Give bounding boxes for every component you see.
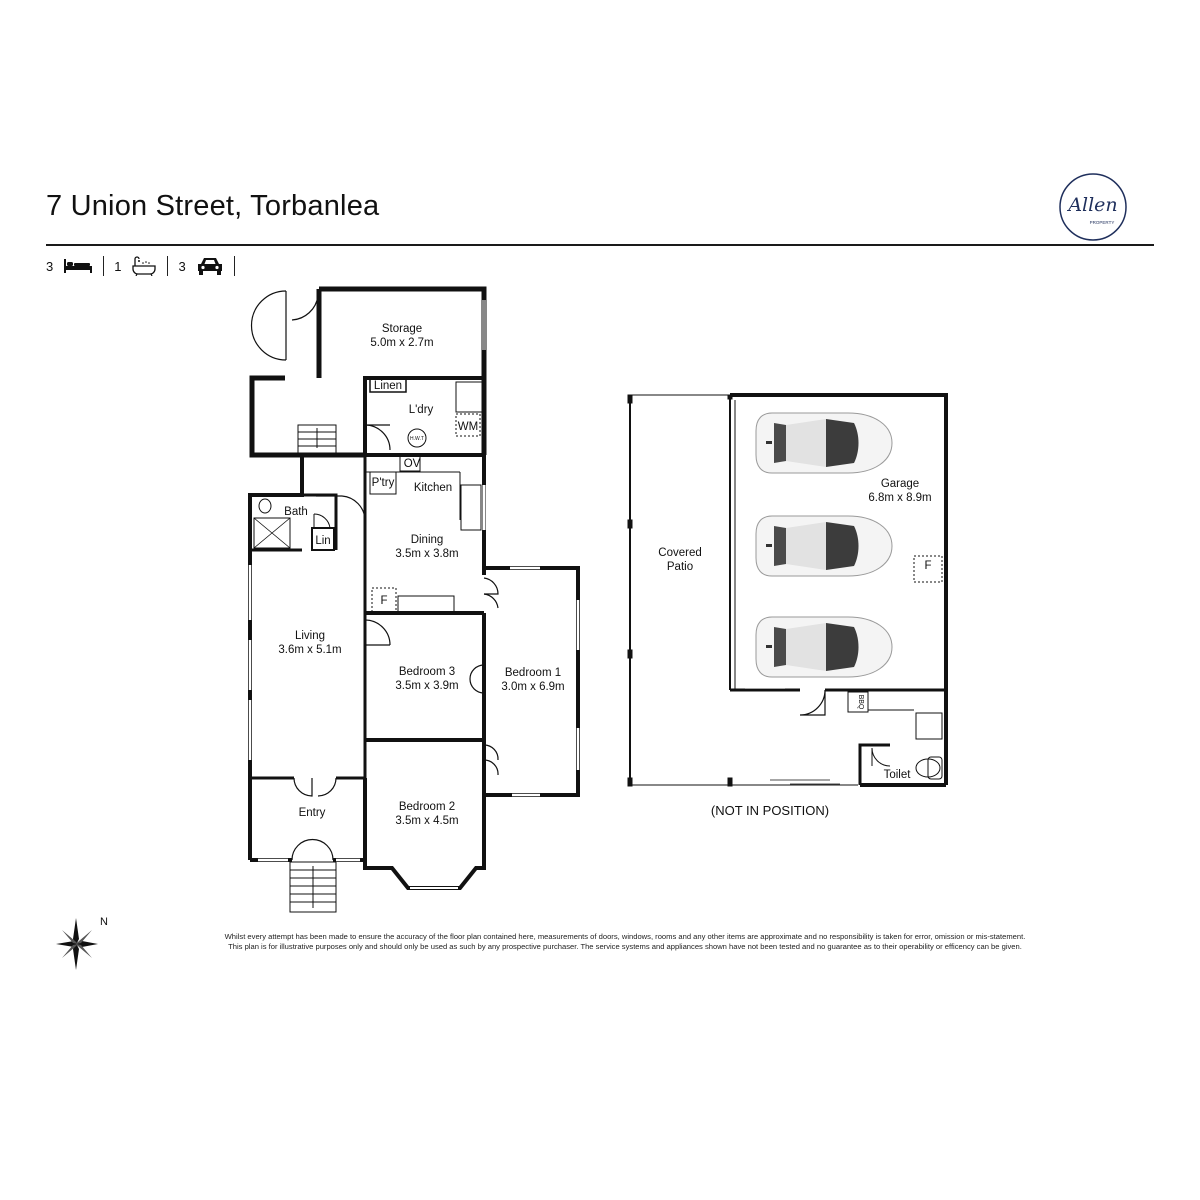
garage-cars xyxy=(755,412,893,678)
north-compass: N xyxy=(56,912,116,972)
garage-walls xyxy=(627,393,948,787)
toilet-label: Toilet xyxy=(884,769,912,781)
storage-label: Storage xyxy=(382,323,422,335)
car-spaces-stat: 3 xyxy=(178,256,235,276)
svg-text:Allen: Allen xyxy=(1066,194,1117,216)
linen-label: Linen xyxy=(374,380,402,392)
dining-label: Dining xyxy=(411,534,444,546)
bedroom3-label: Bedroom 3 xyxy=(399,666,455,678)
bbq-label: BBQ xyxy=(857,695,864,710)
fridge-label: F xyxy=(380,595,387,607)
garage-fridge-label: F xyxy=(924,560,931,572)
header-divider xyxy=(46,244,1154,246)
linen-cupboard-label: Lin xyxy=(315,535,330,547)
covered-patio-label-line1: Covered xyxy=(658,547,701,559)
main-house-walls xyxy=(248,286,580,913)
car-icon xyxy=(197,258,222,275)
kitchen-label: Kitchen xyxy=(414,482,452,494)
living-size: 3.6m x 5.1m xyxy=(278,644,341,656)
bed-icon xyxy=(64,259,93,273)
living-label: Living xyxy=(295,630,325,642)
car-spaces-count: 3 xyxy=(178,258,186,274)
garage-size: 6.8m x 8.9m xyxy=(868,492,931,504)
disclaimer-line-2: This plan is for illustrative purposes o… xyxy=(228,942,1022,951)
disclaimer: Whilst every attempt has been made to en… xyxy=(160,932,1090,952)
entry-label: Entry xyxy=(299,807,326,819)
disclaimer-line-1: Whilst every attempt has been made to en… xyxy=(224,932,1026,941)
car-image-1 xyxy=(755,412,893,474)
bathtub-icon xyxy=(132,256,157,276)
property-stats: 3 1 3 xyxy=(46,255,245,277)
bath-label: Bath xyxy=(284,506,308,518)
compass-north-label: N xyxy=(100,916,108,928)
bedroom1-label: Bedroom 1 xyxy=(505,667,561,679)
bedrooms-stat: 3 xyxy=(46,256,105,276)
laundry-label: L'dry xyxy=(409,404,434,416)
allen-property-logo: Allen PROPERTY xyxy=(1058,172,1128,242)
car-image-3 xyxy=(755,616,893,678)
garage-label: Garage xyxy=(881,478,919,490)
bedroom2-size: 3.5m x 4.5m xyxy=(395,815,458,827)
bedroom2-label: Bedroom 2 xyxy=(399,801,455,813)
car-image-2 xyxy=(755,515,893,577)
hot-water-tank-label: H.W.T xyxy=(410,436,424,442)
pantry-label: P'try xyxy=(372,477,395,489)
oven-label: OV xyxy=(404,458,421,470)
washing-machine-label: WM xyxy=(458,421,478,433)
bedroom1-size: 3.0m x 6.9m xyxy=(501,681,564,693)
covered-patio-label-line2: Patio xyxy=(667,561,693,573)
bedroom3-size: 3.5m x 3.9m xyxy=(395,680,458,692)
room-labels: Storage 5.0m x 2.7m Linen L'dry WM H.W.T… xyxy=(278,323,931,827)
property-address-title: 7 Union Street, Torbanlea xyxy=(46,190,380,222)
bathrooms-count: 1 xyxy=(114,258,122,274)
svg-text:PROPERTY: PROPERTY xyxy=(1090,220,1115,225)
bedrooms-count: 3 xyxy=(46,258,54,274)
compass-rose-icon: N xyxy=(56,916,108,970)
dining-size: 3.5m x 3.8m xyxy=(395,548,458,560)
bathrooms-stat: 1 xyxy=(114,256,169,276)
storage-size: 5.0m x 2.7m xyxy=(370,337,433,349)
not-in-position-note: (NOT IN POSITION) xyxy=(711,803,829,818)
